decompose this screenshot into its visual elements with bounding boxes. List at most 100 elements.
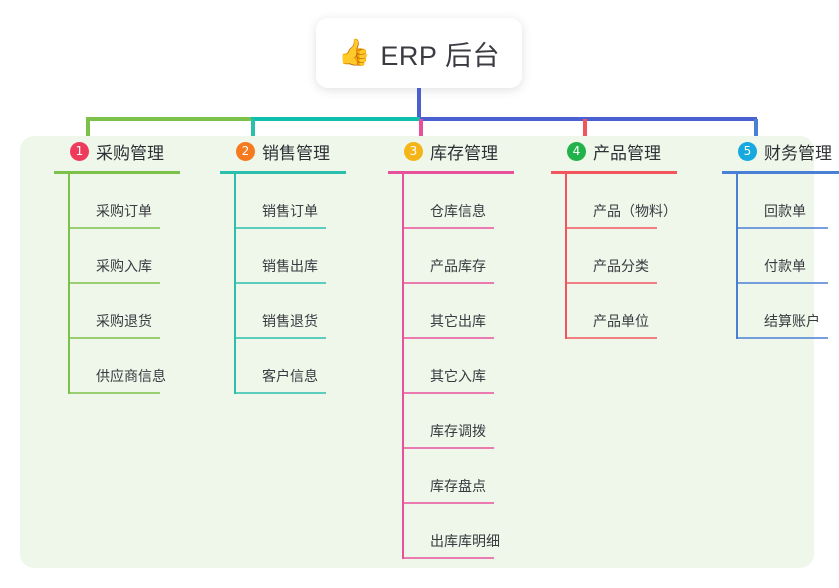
module-header-rule — [220, 171, 346, 174]
module-item-label: 产品单位 — [593, 313, 649, 329]
module-item-rule — [68, 282, 160, 284]
module-item-list: 产品（物料） 产品分类产品单位 — [565, 174, 703, 339]
module-item[interactable]: 产品（物料） — [565, 174, 703, 229]
module-item-label: 产品库存 — [430, 258, 486, 274]
module-item-label: 库存调拨 — [430, 423, 486, 439]
module-item-label: 销售出库 — [262, 258, 318, 274]
module-item[interactable]: 其它出库 — [402, 284, 540, 339]
module-column-1: 1 采购管理采购订单采购入库采购退货供应商信息 — [46, 136, 206, 394]
module-item[interactable]: 出库库明细 — [402, 504, 540, 559]
module-number-badge: 5 — [738, 141, 757, 161]
connector-root-stem — [417, 88, 421, 120]
module-item-list: 仓库信息产品库存其它出库其它入库库存调拨库存盘点出库库明细 — [402, 174, 540, 559]
module-number-badge: 4 — [567, 141, 586, 161]
module-item-rule — [402, 227, 494, 229]
module-spine — [736, 174, 738, 339]
module-item-rule — [565, 337, 657, 339]
module-header-2[interactable]: 2 销售管理 — [212, 136, 372, 166]
root-node[interactable]: 👍 ERP 后台 — [316, 18, 522, 88]
module-item[interactable]: 客户信息 — [234, 339, 372, 394]
thumbs-up-icon: 👍 — [338, 38, 371, 68]
module-item-label: 回款单 — [764, 203, 806, 219]
module-item-label: 销售订单 — [262, 203, 318, 219]
module-item-list: 回款单付款单结算账户 — [736, 174, 839, 339]
module-item-rule — [402, 502, 494, 504]
module-header-1[interactable]: 1 采购管理 — [46, 136, 206, 166]
module-item-label: 采购退货 — [96, 313, 152, 329]
module-item-label: 客户信息 — [262, 368, 318, 384]
module-title: 库存管理 — [430, 143, 498, 163]
module-item-rule — [402, 392, 494, 394]
root-title: ERP 后台 — [380, 40, 500, 71]
module-item-rule — [234, 392, 326, 394]
module-item-rule — [68, 337, 160, 339]
module-item[interactable]: 销售订单 — [234, 174, 372, 229]
module-number-badge: 3 — [404, 141, 423, 161]
module-item-rule — [565, 227, 657, 229]
module-header-rule — [54, 171, 180, 174]
module-item[interactable]: 销售退货 — [234, 284, 372, 339]
module-item-rule — [234, 227, 326, 229]
module-item[interactable]: 产品库存 — [402, 229, 540, 284]
module-item[interactable]: 产品单位 — [565, 284, 703, 339]
module-header-4[interactable]: 4 产品管理 — [543, 136, 703, 166]
module-item[interactable]: 库存调拨 — [402, 394, 540, 449]
module-item[interactable]: 销售出库 — [234, 229, 372, 284]
module-columns: 1 采购管理采购订单采购入库采购退货供应商信息 2 销售管理销售订单销售出库销售退货客… — [20, 136, 839, 568]
module-item[interactable]: 采购订单 — [68, 174, 206, 229]
module-item[interactable]: 其它入库 — [402, 339, 540, 394]
modules-panel — [20, 136, 814, 568]
module-item-rule — [402, 337, 494, 339]
module-item-rule — [565, 282, 657, 284]
module-item-rule — [402, 557, 494, 559]
module-item[interactable]: 库存盘点 — [402, 449, 540, 504]
module-column-5: 5 财务管理回款单付款单结算账户 — [714, 136, 839, 339]
module-header-3[interactable]: 3 库存管理 — [380, 136, 540, 166]
bus-segment-green — [86, 117, 253, 121]
module-item-list: 采购订单采购入库采购退货供应商信息 — [68, 174, 206, 394]
module-item-label: 结算账户 — [764, 313, 820, 329]
module-item-label: 采购订单 — [96, 203, 152, 219]
module-item-rule — [402, 447, 494, 449]
module-column-4: 4 产品管理产品（物料） 产品分类产品单位 — [543, 136, 703, 339]
module-item-label: 产品（物料） — [593, 203, 677, 219]
module-spine — [234, 174, 236, 394]
module-title: 销售管理 — [262, 143, 330, 163]
module-item-label: 其它入库 — [430, 368, 486, 384]
module-spine — [68, 174, 70, 394]
module-item[interactable]: 回款单 — [736, 174, 839, 229]
module-header-rule — [551, 171, 677, 174]
module-item-label: 采购入库 — [96, 258, 152, 274]
module-item-label: 产品分类 — [593, 258, 649, 274]
module-title: 产品管理 — [593, 143, 661, 163]
module-column-3: 3 库存管理仓库信息产品库存其它出库其它入库库存调拨库存盘点出库库明细 — [380, 136, 540, 559]
module-title: 财务管理 — [764, 143, 832, 163]
module-header-rule — [388, 171, 514, 174]
module-item-label: 供应商信息 — [96, 368, 166, 384]
module-item[interactable]: 供应商信息 — [68, 339, 206, 394]
module-item[interactable]: 结算账户 — [736, 284, 839, 339]
module-title: 采购管理 — [96, 143, 164, 163]
module-item[interactable]: 付款单 — [736, 229, 839, 284]
module-item-label: 仓库信息 — [430, 203, 486, 219]
module-number-badge: 1 — [70, 141, 89, 161]
module-item[interactable]: 采购退货 — [68, 284, 206, 339]
module-item-rule — [68, 392, 160, 394]
bus-segment-teal — [251, 117, 422, 121]
module-number-badge: 2 — [236, 141, 255, 161]
module-item-rule — [736, 227, 828, 229]
module-item[interactable]: 采购入库 — [68, 229, 206, 284]
module-item-rule — [234, 282, 326, 284]
module-header-5[interactable]: 5 财务管理 — [714, 136, 839, 166]
module-item-rule — [736, 337, 828, 339]
module-item[interactable]: 产品分类 — [565, 229, 703, 284]
module-item[interactable]: 仓库信息 — [402, 174, 540, 229]
module-item-label: 付款单 — [764, 258, 806, 274]
module-item-rule — [736, 282, 828, 284]
module-item-label: 出库库明细 — [430, 533, 500, 549]
module-item-label: 销售退货 — [262, 313, 318, 329]
module-item-list: 销售订单销售出库销售退货客户信息 — [234, 174, 372, 394]
module-item-rule — [402, 282, 494, 284]
module-item-label: 其它出库 — [430, 313, 486, 329]
